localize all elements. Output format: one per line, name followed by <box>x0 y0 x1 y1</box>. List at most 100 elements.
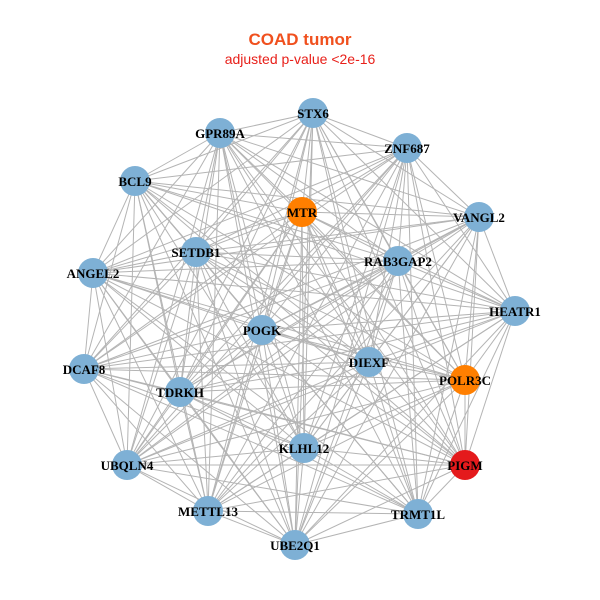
edge-HEATR1-UBQLN4 <box>126 310 516 466</box>
edge-METTL13-TRMT1L <box>207 510 419 515</box>
edge-STX6-ZNF687 <box>312 112 408 149</box>
edge-RAB3GAP2-POLR3C <box>397 260 466 381</box>
node-GPR89A: GPR89A <box>195 118 246 148</box>
edge-ZNF687-MTR <box>301 147 408 213</box>
edge-ZNF687-BCL9 <box>134 147 408 182</box>
edge-POGK-UBQLN4 <box>126 329 263 466</box>
edge-SETDB1-RAB3GAP2 <box>195 251 399 262</box>
node-circle <box>464 202 494 232</box>
edge-POGK-TRMT1L <box>261 329 419 515</box>
node-RAB3GAP2: RAB3GAP2 <box>364 246 432 276</box>
edge-DIEXF-TRMT1L <box>368 361 419 515</box>
edge-ANGEL2-POLR3C <box>92 272 466 381</box>
edge-STX6-SETDB1 <box>195 112 314 253</box>
node-circle <box>450 365 480 395</box>
node-circle <box>78 258 108 288</box>
edge-POLR3C-DCAF8 <box>83 368 466 381</box>
edge-DIEXF-METTL13 <box>207 361 370 512</box>
edge-STX6-VANGL2 <box>312 112 480 218</box>
node-circle <box>392 133 422 163</box>
edge-TRMT1L-UBE2Q1 <box>294 513 419 546</box>
node-label: METTL13 <box>178 504 238 519</box>
node-UBQLN4: UBQLN4 <box>101 450 154 480</box>
edge-DIEXF-POLR3C <box>368 361 466 381</box>
edge-DIEXF-TDRKH <box>179 361 370 393</box>
edge-VANGL2-ANGEL2 <box>92 216 480 274</box>
edge-SETDB1-METTL13 <box>195 251 209 512</box>
edge-RAB3GAP2-DCAF8 <box>83 260 399 370</box>
node-label: STX6 <box>297 106 329 121</box>
edge-GPR89A-ZNF687 <box>219 132 408 149</box>
edge-ANGEL2-TRMT1L <box>92 272 419 515</box>
edge-UBQLN4-TRMT1L <box>126 464 419 515</box>
node-BCL9: BCL9 <box>118 166 152 196</box>
edge-HEATR1-TRMT1L <box>417 310 516 515</box>
edge-DIEXF-UBE2Q1 <box>294 361 370 546</box>
node-POLR3C: POLR3C <box>439 365 491 395</box>
node-label: RAB3GAP2 <box>364 254 432 269</box>
edge-UBQLN4-METTL13 <box>126 464 209 512</box>
edge-MTR-VANGL2 <box>301 211 480 218</box>
edge-POGK-DCAF8 <box>83 329 263 370</box>
edge-KLHL12-TRMT1L <box>303 447 419 515</box>
node-ZNF687: ZNF687 <box>384 133 430 163</box>
node-label: VANGL2 <box>453 210 505 225</box>
edge-MTR-KLHL12 <box>301 211 305 449</box>
edge-VANGL2-SETDB1 <box>195 216 480 253</box>
node-HEATR1: HEATR1 <box>489 296 541 326</box>
network-subtitle: adjusted p-value <2e-16 <box>224 51 376 67</box>
node-label: POGK <box>243 323 282 338</box>
edges-layer <box>83 112 516 546</box>
edge-GPR89A-RAB3GAP2 <box>219 132 399 262</box>
edge-ANGEL2-PIGM <box>92 272 466 466</box>
edge-GPR89A-PIGM <box>219 132 466 466</box>
node-label: BCL9 <box>118 174 152 189</box>
edge-MTR-RAB3GAP2 <box>301 211 399 262</box>
node-circle <box>289 433 319 463</box>
node-label: HEATR1 <box>489 304 541 319</box>
node-label: PIGM <box>447 458 482 473</box>
node-label: UBE2Q1 <box>270 538 320 553</box>
edge-BCL9-RAB3GAP2 <box>134 180 399 262</box>
node-label: MTR <box>287 205 318 220</box>
edge-STX6-GPR89A <box>219 112 314 134</box>
edge-ANGEL2-HEATR1 <box>92 272 516 312</box>
edge-RAB3GAP2-PIGM <box>397 260 466 466</box>
node-label: KLHL12 <box>279 441 330 456</box>
edge-ANGEL2-KLHL12 <box>92 272 305 449</box>
edge-ANGEL2-METTL13 <box>92 272 209 512</box>
edge-RAB3GAP2-UBE2Q1 <box>294 260 399 546</box>
edge-DCAF8-METTL13 <box>83 368 209 512</box>
edge-KLHL12-UBE2Q1 <box>294 447 305 546</box>
node-DCAF8: DCAF8 <box>63 354 106 384</box>
edge-MTR-POLR3C <box>301 211 466 381</box>
node-label: TDRKH <box>156 385 204 400</box>
edge-RAB3GAP2-ANGEL2 <box>92 260 399 274</box>
edge-MTR-UBQLN4 <box>126 211 303 466</box>
edge-BCL9-POLR3C <box>134 180 466 381</box>
edge-HEATR1-DIEXF <box>368 310 516 363</box>
node-TDRKH: TDRKH <box>156 377 204 407</box>
edge-GPR89A-BCL9 <box>134 132 221 182</box>
edge-MTR-DIEXF <box>301 211 370 363</box>
node-circle <box>112 450 142 480</box>
node-circle <box>181 237 211 267</box>
edge-STX6-POGK <box>261 112 314 331</box>
edge-PIGM-METTL13 <box>207 464 466 512</box>
edge-STX6-HEATR1 <box>312 112 516 312</box>
node-label: DIEXF <box>349 355 390 370</box>
edge-VANGL2-POLR3C <box>464 216 480 381</box>
edge-DCAF8-TRMT1L <box>83 368 419 515</box>
node-circle <box>193 496 223 526</box>
edge-ZNF687-KLHL12 <box>303 147 408 449</box>
edge-DIEXF-UBQLN4 <box>126 361 370 466</box>
edge-METTL13-UBE2Q1 <box>207 510 296 546</box>
edge-SETDB1-UBE2Q1 <box>195 251 296 546</box>
node-POGK: POGK <box>243 315 282 345</box>
edge-BCL9-METTL13 <box>134 180 209 512</box>
edge-KLHL12-METTL13 <box>207 447 305 512</box>
node-circle <box>247 315 277 345</box>
edge-STX6-TRMT1L <box>312 112 419 515</box>
node-TRMT1L: TRMT1L <box>391 499 445 529</box>
